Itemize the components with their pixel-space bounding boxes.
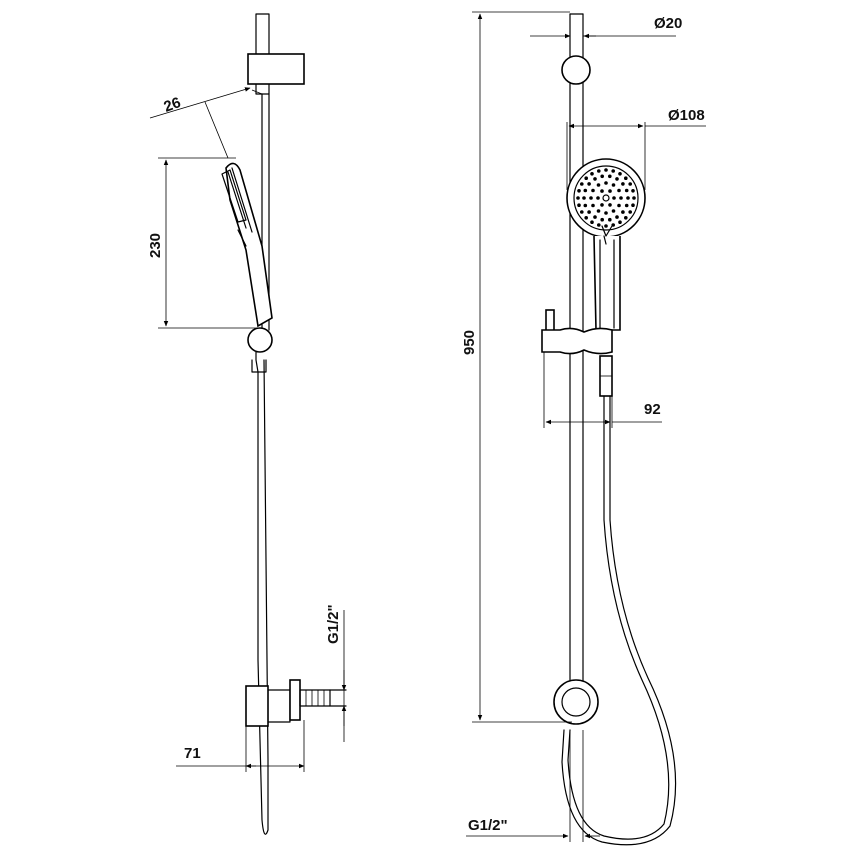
nozzle-dot — [632, 196, 636, 200]
dim-front-thread: G1/2" — [466, 730, 600, 842]
side-holder-knob — [247, 327, 273, 353]
dim-wall-offset-label: 71 — [184, 745, 201, 762]
nozzle-dot — [612, 196, 616, 200]
nozzle-dot — [593, 177, 597, 181]
dim-wall-offset: 71 — [176, 720, 305, 772]
nozzle-dot — [597, 169, 601, 173]
nozzle-dot — [608, 189, 612, 193]
nozzle-dot — [596, 209, 601, 213]
nozzle-dot — [576, 196, 580, 200]
nozzle-dot — [617, 188, 621, 193]
dim-side-thread: G1/2" — [325, 604, 347, 742]
nozzle-dot — [604, 224, 608, 228]
nozzle-dot — [583, 188, 588, 193]
nozzle-center — [602, 194, 610, 202]
dim-head-length: 230 — [147, 157, 262, 329]
dim-bar-diameter-label: Ø20 — [654, 15, 682, 32]
nozzle-dot — [619, 196, 623, 200]
nozzle-dot — [590, 172, 594, 176]
nozzle-dot — [608, 203, 612, 207]
nozzle-dot — [604, 211, 608, 215]
nozzle-dot — [577, 203, 581, 207]
dim-side-angle-label: 26 — [162, 94, 183, 116]
dim-bar-diameter: Ø20 — [530, 15, 682, 39]
nozzle-dot — [580, 182, 584, 186]
nozzle-dot — [615, 177, 619, 181]
dim-holder-projection: 92 — [543, 352, 662, 428]
side-view — [221, 13, 347, 835]
nozzle-dot — [591, 188, 595, 193]
side-hose — [255, 351, 269, 835]
nozzle-dot — [580, 210, 584, 214]
nozzle-dot — [615, 215, 619, 219]
nozzle-dot — [587, 182, 591, 186]
nozzle-dot — [617, 203, 621, 208]
nozzle-dot — [596, 196, 600, 200]
nozzle-dot — [600, 174, 604, 179]
nozzle-dot — [631, 189, 635, 193]
shower-nozzles — [576, 168, 636, 228]
nozzle-dot — [618, 220, 622, 224]
dim-side-thread-label: G1/2" — [325, 604, 342, 644]
nozzle-dot — [584, 176, 588, 180]
nozzle-dot — [583, 203, 588, 208]
side-top-bracket — [247, 53, 305, 85]
nozzle-dot — [611, 183, 616, 187]
front-hose — [567, 395, 670, 840]
nozzle-dot — [589, 196, 593, 200]
nozzle-dot — [621, 210, 625, 214]
nozzle-dot — [584, 216, 588, 220]
nozzle-dot — [600, 189, 604, 193]
nozzle-dot — [608, 174, 612, 179]
side-wall-bracket — [245, 685, 269, 727]
nozzle-dot — [600, 217, 604, 222]
side-wall-thread — [299, 689, 331, 707]
nozzle-dot — [628, 182, 632, 186]
nozzle-dot — [624, 216, 628, 220]
nozzle-dot — [600, 203, 604, 207]
nozzle-dot — [582, 196, 586, 200]
dim-head-diameter-label: Ø108 — [668, 107, 705, 124]
nozzle-dot — [596, 183, 601, 187]
nozzle-dot — [604, 181, 608, 185]
front-handle — [593, 235, 621, 331]
dim-total-height: 950 — [461, 11, 572, 723]
nozzle-dot — [624, 203, 629, 208]
nozzle-dot — [608, 217, 612, 222]
front-top-knob — [561, 55, 591, 85]
dim-side-angle: 26 — [149, 87, 263, 159]
front-holder-stem — [545, 309, 555, 333]
dim-front-thread-label: G1/2" — [468, 817, 508, 834]
nozzle-dot — [590, 220, 594, 224]
nozzle-dot — [618, 172, 622, 176]
dim-head-length-label: 230 — [147, 233, 164, 258]
nozzle-dot — [631, 203, 635, 207]
nozzle-dot — [587, 210, 591, 214]
nozzle-dot — [597, 223, 601, 227]
front-holder — [541, 327, 613, 355]
nozzle-dot — [628, 210, 632, 214]
dim-holder-projection-label: 92 — [644, 401, 661, 418]
nozzle-dot — [611, 169, 615, 173]
dim-total-height-label: 950 — [461, 330, 478, 355]
front-wall-outlet — [553, 679, 599, 725]
nozzle-dot — [593, 215, 597, 219]
nozzle-dot — [577, 189, 581, 193]
side-handshower — [225, 162, 273, 328]
nozzle-dot — [604, 168, 608, 172]
nozzle-dot — [626, 196, 630, 200]
nozzle-dot — [624, 188, 629, 193]
nozzle-dot — [621, 182, 625, 186]
front-view — [541, 13, 677, 846]
nozzle-dot — [591, 203, 595, 208]
dim-head-diameter: Ø108 — [566, 107, 706, 190]
nozzle-dot — [624, 176, 628, 180]
nozzle-dot — [611, 209, 616, 213]
